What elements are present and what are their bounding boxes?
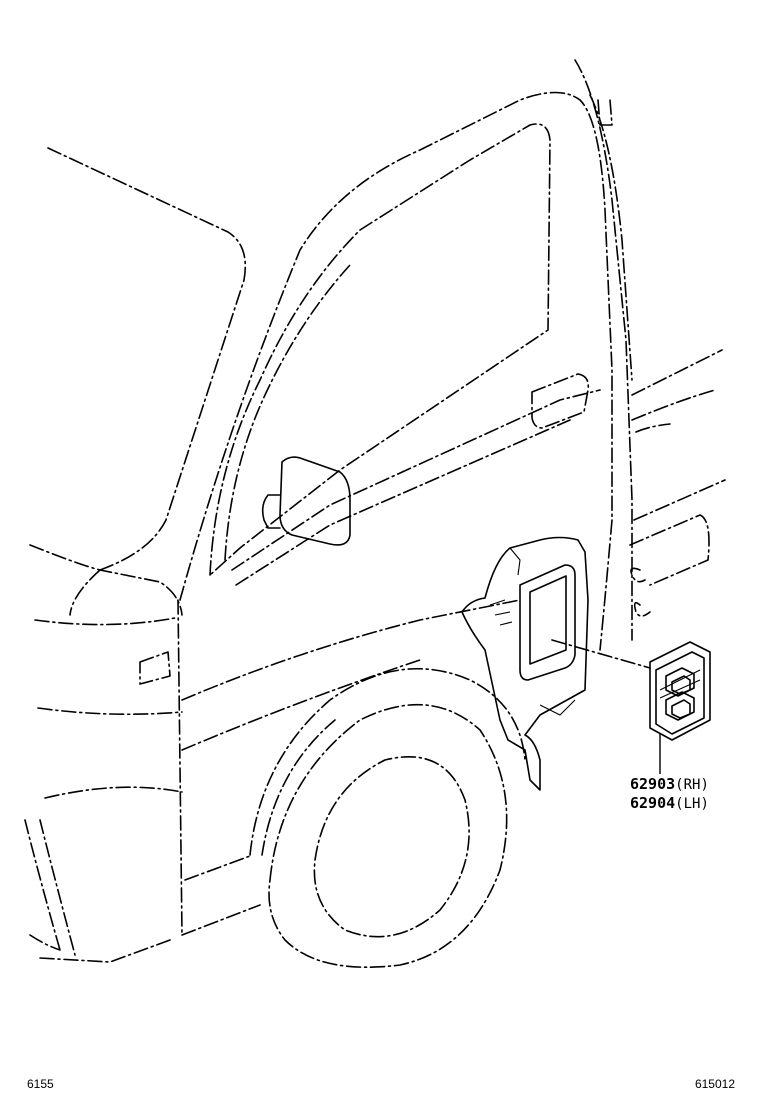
filler-housing: [461, 536, 589, 791]
part-number: 62904: [630, 794, 675, 812]
part-number: 62903: [630, 775, 675, 793]
side-mirror: [261, 456, 351, 546]
leader-line: [551, 639, 651, 669]
side-label: (LH): [675, 796, 709, 812]
side-label: (RH): [675, 777, 709, 793]
callout-62904: 62904(LH): [630, 794, 709, 812]
diagram-code-left: 6155: [27, 1077, 54, 1091]
diagram-code-right: 615012: [695, 1077, 735, 1091]
vehicle-outline: [24, 59, 726, 968]
callout-62903: 62903(RH): [630, 775, 709, 793]
part-62903-62904: [649, 641, 711, 741]
